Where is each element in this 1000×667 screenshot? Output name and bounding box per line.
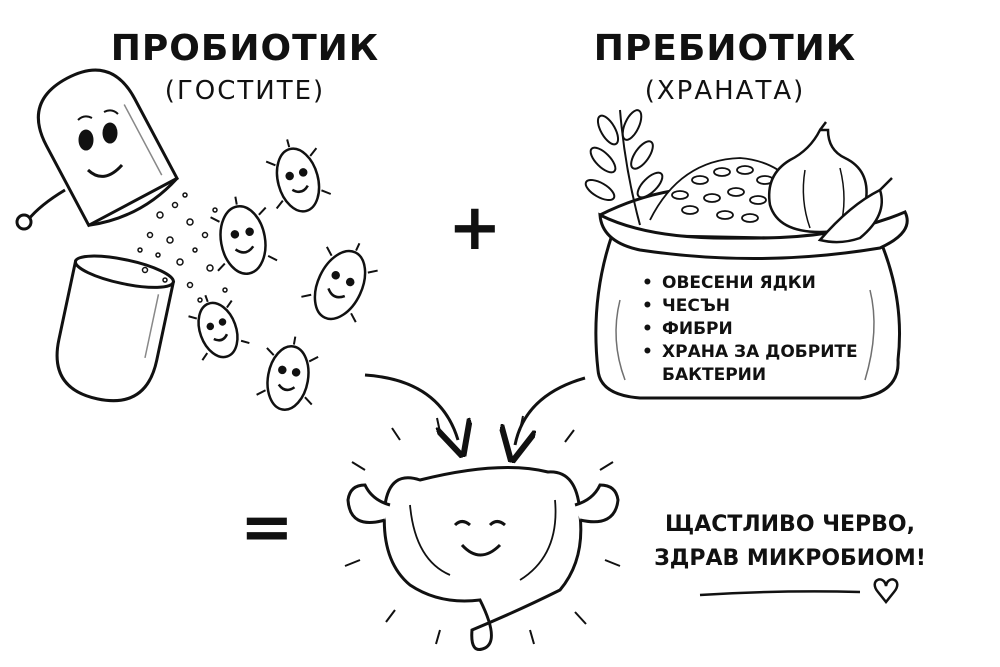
probiotic-subtitle: (ГОСТИТЕ) [164, 76, 326, 106]
bacteria-icon [265, 139, 332, 213]
leaf-sprig-icon [584, 109, 664, 226]
garlic-icon [767, 121, 893, 244]
probiotic-title: ПРОБИОТИК [110, 28, 380, 69]
plus-sign: + [448, 191, 502, 265]
list-item: ФИБРИ [640, 318, 858, 341]
capsule-icon [15, 68, 180, 403]
glow-rays [344, 415, 621, 645]
list-item: ХРАНА ЗА ДОБРИТЕ БАКТЕРИИ [640, 341, 858, 387]
bacteria-icon [210, 196, 278, 275]
prebiotic-title: ПРЕБИОТИК [593, 28, 857, 69]
prebiotic-subtitle: (ХРАНАТА) [644, 76, 806, 106]
result-line-2: ЗДРАВ МИКРОБИОМ! [654, 546, 926, 572]
intestine-icon [346, 466, 620, 651]
bacteria-group [188, 139, 378, 411]
arrow-icon [364, 373, 586, 445]
list-item: ОВЕСЕНИ ЯДКИ [640, 272, 858, 295]
result-tagline: ЩАСТЛИВО ЧЕРВО, ЗДРАВ МИКРОБИОМ! [640, 508, 940, 576]
result-line-1: ЩАСТЛИВО ЧЕРВО, [665, 512, 915, 537]
heart-icon [873, 578, 899, 605]
bacteria-icon [188, 294, 250, 361]
underline-flourish [699, 590, 861, 597]
list-item: ЧЕСЪН [640, 295, 858, 318]
equals-sign: = [240, 491, 294, 565]
bacteria-icon [301, 242, 378, 323]
bacteria-icon [256, 336, 319, 411]
prebiotic-list: ОВЕСЕНИ ЯДКИ ЧЕСЪН ФИБРИ ХРАНА ЗА ДОБРИТ… [640, 272, 858, 387]
powder-dots [137, 192, 228, 303]
